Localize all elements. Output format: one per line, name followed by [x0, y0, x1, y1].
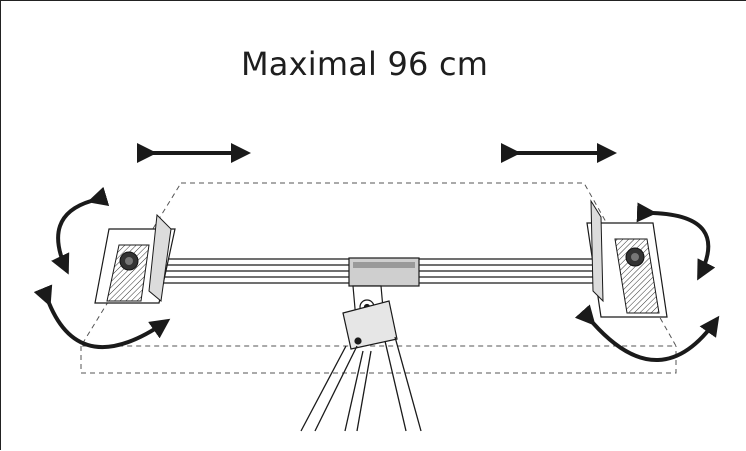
left-clamp-bracket	[94, 213, 176, 304]
tilt-head	[342, 285, 398, 350]
left-upper-rotate-arrow-icon	[51, 186, 110, 275]
left-lower-rotate-arrow-icon	[33, 284, 171, 349]
max-width-caption: Maximal 96 cm	[241, 45, 489, 83]
tripod-legs	[300, 336, 422, 432]
center-mount-block	[348, 257, 420, 287]
dashed-board-outline	[80, 182, 677, 374]
right-upper-rotate-arrow-icon	[636, 202, 716, 281]
right-clamp-bracket	[586, 199, 668, 318]
right-lower-rotate-arrow-icon	[574, 304, 720, 362]
